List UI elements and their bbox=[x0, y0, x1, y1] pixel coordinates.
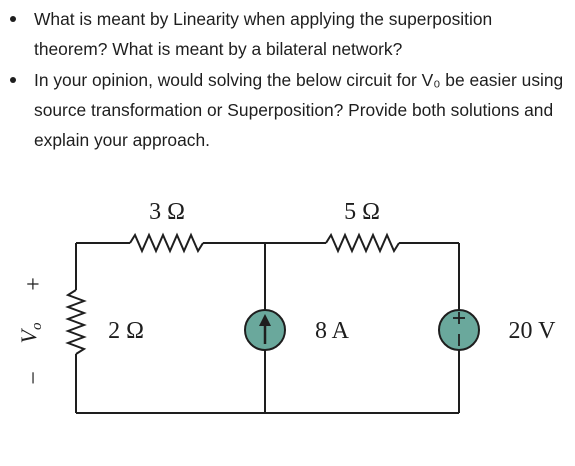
resistor-3-ohm bbox=[129, 232, 204, 254]
current-source bbox=[244, 309, 286, 351]
label-5-ohm: 5 Ω bbox=[344, 199, 380, 225]
bullet-icon bbox=[10, 16, 16, 22]
question-item-1: What is meant by Linearity when applying… bbox=[0, 4, 575, 64]
question-item-2: In your opinion, would solving the below… bbox=[0, 65, 575, 155]
label-8-amp: 8 A bbox=[315, 318, 350, 344]
vo-label-subscript: o bbox=[29, 322, 45, 330]
label-3-ohm: 3 Ω bbox=[149, 199, 185, 225]
wires bbox=[65, 232, 460, 414]
label-20-volt: 20 V bbox=[509, 318, 557, 344]
vo-label: Vo bbox=[16, 322, 45, 343]
question-text-2: In your opinion, would solving the below… bbox=[34, 70, 564, 150]
arrow-up-icon bbox=[259, 314, 271, 326]
bullet-icon bbox=[10, 77, 16, 83]
voltage-source bbox=[438, 309, 480, 351]
question-text-1: What is meant by Linearity when applying… bbox=[34, 9, 493, 59]
vo-minus-sign: − bbox=[21, 371, 47, 385]
resistor-2-ohm bbox=[65, 289, 87, 355]
label-2-ohm: 2 Ω bbox=[108, 318, 144, 344]
resistor-5-ohm bbox=[325, 232, 400, 254]
vo-label-main: V bbox=[16, 327, 41, 343]
vo-plus-sign: + bbox=[21, 277, 47, 291]
